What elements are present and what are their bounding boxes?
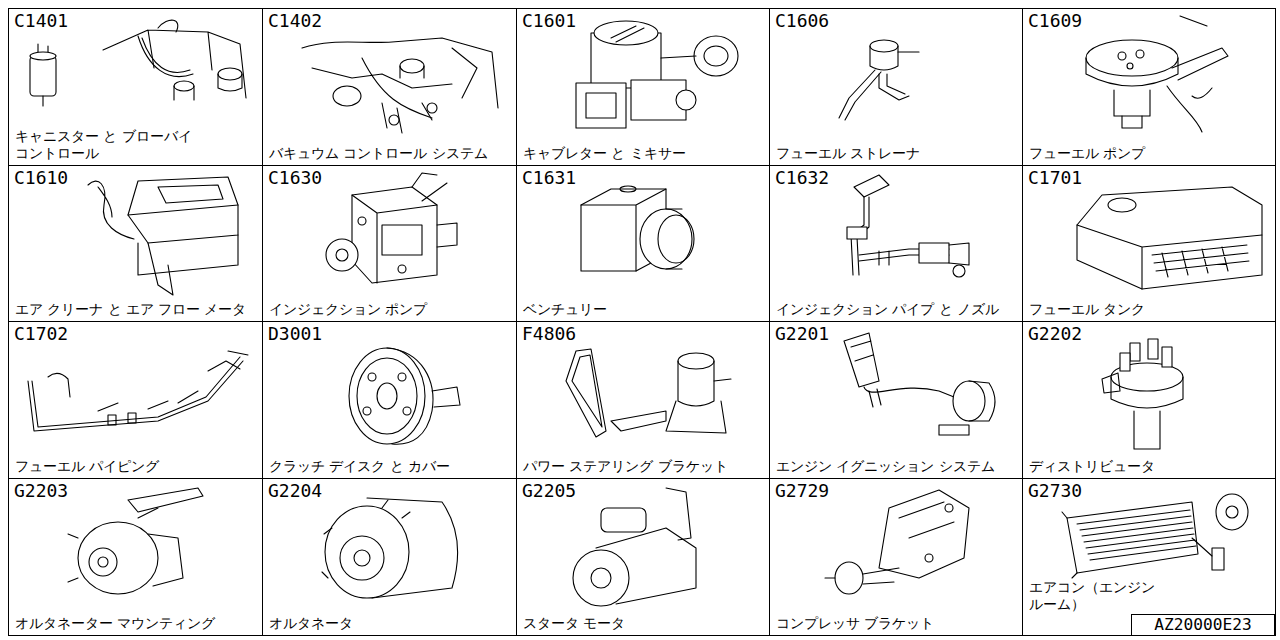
part-name: インジェクション パイプ と ノズル bbox=[776, 301, 999, 318]
alternator-mount-drawing bbox=[68, 488, 203, 594]
canister-drawing bbox=[30, 20, 246, 106]
part-cell: C1630 インジェクション ポンプ bbox=[262, 165, 517, 322]
part-code: C1401 bbox=[14, 11, 68, 31]
part-name: キャブレター と ミキサー bbox=[523, 145, 686, 162]
part-cell: F4806 パワー ステアリング ブラケット bbox=[516, 321, 770, 479]
part-code: C1702 bbox=[14, 324, 68, 344]
fuel-strainer-drawing bbox=[839, 40, 919, 120]
part-name: インジェクション ポンプ bbox=[269, 301, 427, 318]
part-code: G2203 bbox=[14, 481, 68, 501]
clutch-drawing bbox=[349, 348, 460, 444]
part-code: C1632 bbox=[775, 168, 829, 188]
part-name: オルタネーター マウンティング bbox=[15, 615, 215, 632]
starter-drawing bbox=[573, 488, 696, 606]
part-code: C1601 bbox=[522, 11, 576, 31]
part-cell: C1609 フューエル ポンプ bbox=[1022, 8, 1276, 166]
part-cell: C1632 インジェクション パイプ と ノズル bbox=[769, 165, 1023, 322]
part-code: G2201 bbox=[775, 324, 829, 344]
part-code: G2202 bbox=[1028, 324, 1082, 344]
part-cell: C1601 キャブレター と ミキサー bbox=[516, 8, 770, 166]
part-name: オルタネータ bbox=[269, 615, 353, 632]
part-cell: C1402 バキュウム コントロール システム bbox=[262, 8, 517, 166]
injection-nozzle-drawing bbox=[847, 175, 969, 277]
part-code: C1630 bbox=[268, 168, 322, 188]
part-cell: G2202 ディストリビュータ bbox=[1022, 321, 1276, 479]
figure-code: AZ20000E23 bbox=[1132, 615, 1274, 634]
part-cell: C1401 キャニスター と ブローバイ コントロール bbox=[8, 8, 263, 166]
part-code: G2729 bbox=[775, 481, 829, 501]
part-code: C1606 bbox=[775, 11, 829, 31]
part-cell: C1701 フューエル タンク bbox=[1022, 165, 1276, 322]
air-cleaner-drawing bbox=[88, 177, 238, 295]
alternator-drawing bbox=[322, 498, 458, 598]
part-cell: G2730 エアコン（エンジン ルーム） bbox=[1022, 478, 1276, 636]
part-code: C1402 bbox=[268, 11, 322, 31]
part-name: ディストリビュータ bbox=[1029, 458, 1155, 475]
part-name: コンプレッサ ブラケット bbox=[776, 615, 934, 632]
part-name: エアコン（エンジン ルーム） bbox=[1029, 579, 1179, 613]
part-name: フューエル ストレーナ bbox=[776, 145, 920, 162]
ignition-drawing bbox=[844, 333, 995, 435]
part-name: エア クリーナ と エア フロー メータ bbox=[15, 301, 246, 318]
power-steering-drawing bbox=[566, 349, 731, 437]
fuel-pump-drawing bbox=[1086, 16, 1228, 132]
part-code: G2204 bbox=[268, 481, 322, 501]
part-name: フューエル ポンプ bbox=[1029, 145, 1145, 162]
part-cell: G2204 オルタネータ bbox=[262, 478, 517, 636]
fuel-piping-drawing bbox=[28, 351, 248, 431]
part-name: フューエル タンク bbox=[1029, 301, 1145, 318]
air-conditioner-drawing bbox=[1062, 494, 1248, 578]
part-name: キャニスター と ブローバイ コントロール bbox=[15, 128, 255, 162]
vacuum-system-drawing bbox=[302, 38, 498, 133]
part-cell: C1610 エア クリーナ と エア フロー メータ bbox=[8, 165, 263, 322]
part-code: C1609 bbox=[1028, 11, 1082, 31]
part-code: C1631 bbox=[522, 168, 576, 188]
part-code: D3001 bbox=[268, 324, 322, 344]
part-cell: G2729 コンプレッサ ブラケット bbox=[769, 478, 1023, 636]
part-cell: G2201 エンジン イグニッション システム bbox=[769, 321, 1023, 479]
part-cell: C1631 ベンチュリー bbox=[516, 165, 770, 322]
compressor-bracket-drawing bbox=[825, 490, 969, 594]
part-code: C1701 bbox=[1028, 168, 1082, 188]
figure-code-box: AZ20000E23 bbox=[1131, 614, 1275, 636]
part-name: スタータ モータ bbox=[523, 615, 625, 632]
part-cell: G2205 スタータ モータ bbox=[516, 478, 770, 636]
part-name: エンジン イグニッション システム bbox=[776, 458, 995, 475]
part-name: パワー ステアリング ブラケット bbox=[523, 458, 728, 475]
part-code: G2205 bbox=[522, 481, 576, 501]
part-cell: G2203 オルタネーター マウンティング bbox=[8, 478, 263, 636]
part-cell: C1702 フューエル パイピング bbox=[8, 321, 263, 479]
venturi-drawing bbox=[581, 186, 694, 271]
part-name: ベンチュリー bbox=[523, 301, 607, 318]
part-code: C1610 bbox=[14, 168, 68, 188]
part-code: G2730 bbox=[1028, 481, 1082, 501]
part-code: F4806 bbox=[522, 324, 576, 344]
part-name: バキュウム コントロール システム bbox=[269, 145, 488, 162]
part-name: フューエル パイピング bbox=[15, 458, 159, 475]
part-cell: D3001 クラッチ デイスク と カバー bbox=[262, 321, 517, 479]
distributor-drawing bbox=[1102, 339, 1183, 449]
part-name: クラッチ デイスク と カバー bbox=[269, 458, 450, 475]
fuel-tank-drawing bbox=[1077, 187, 1262, 289]
injection-pump-drawing bbox=[326, 173, 457, 283]
carburetor-drawing bbox=[576, 21, 738, 128]
part-cell: C1606 フューエル ストレーナ bbox=[769, 8, 1023, 166]
